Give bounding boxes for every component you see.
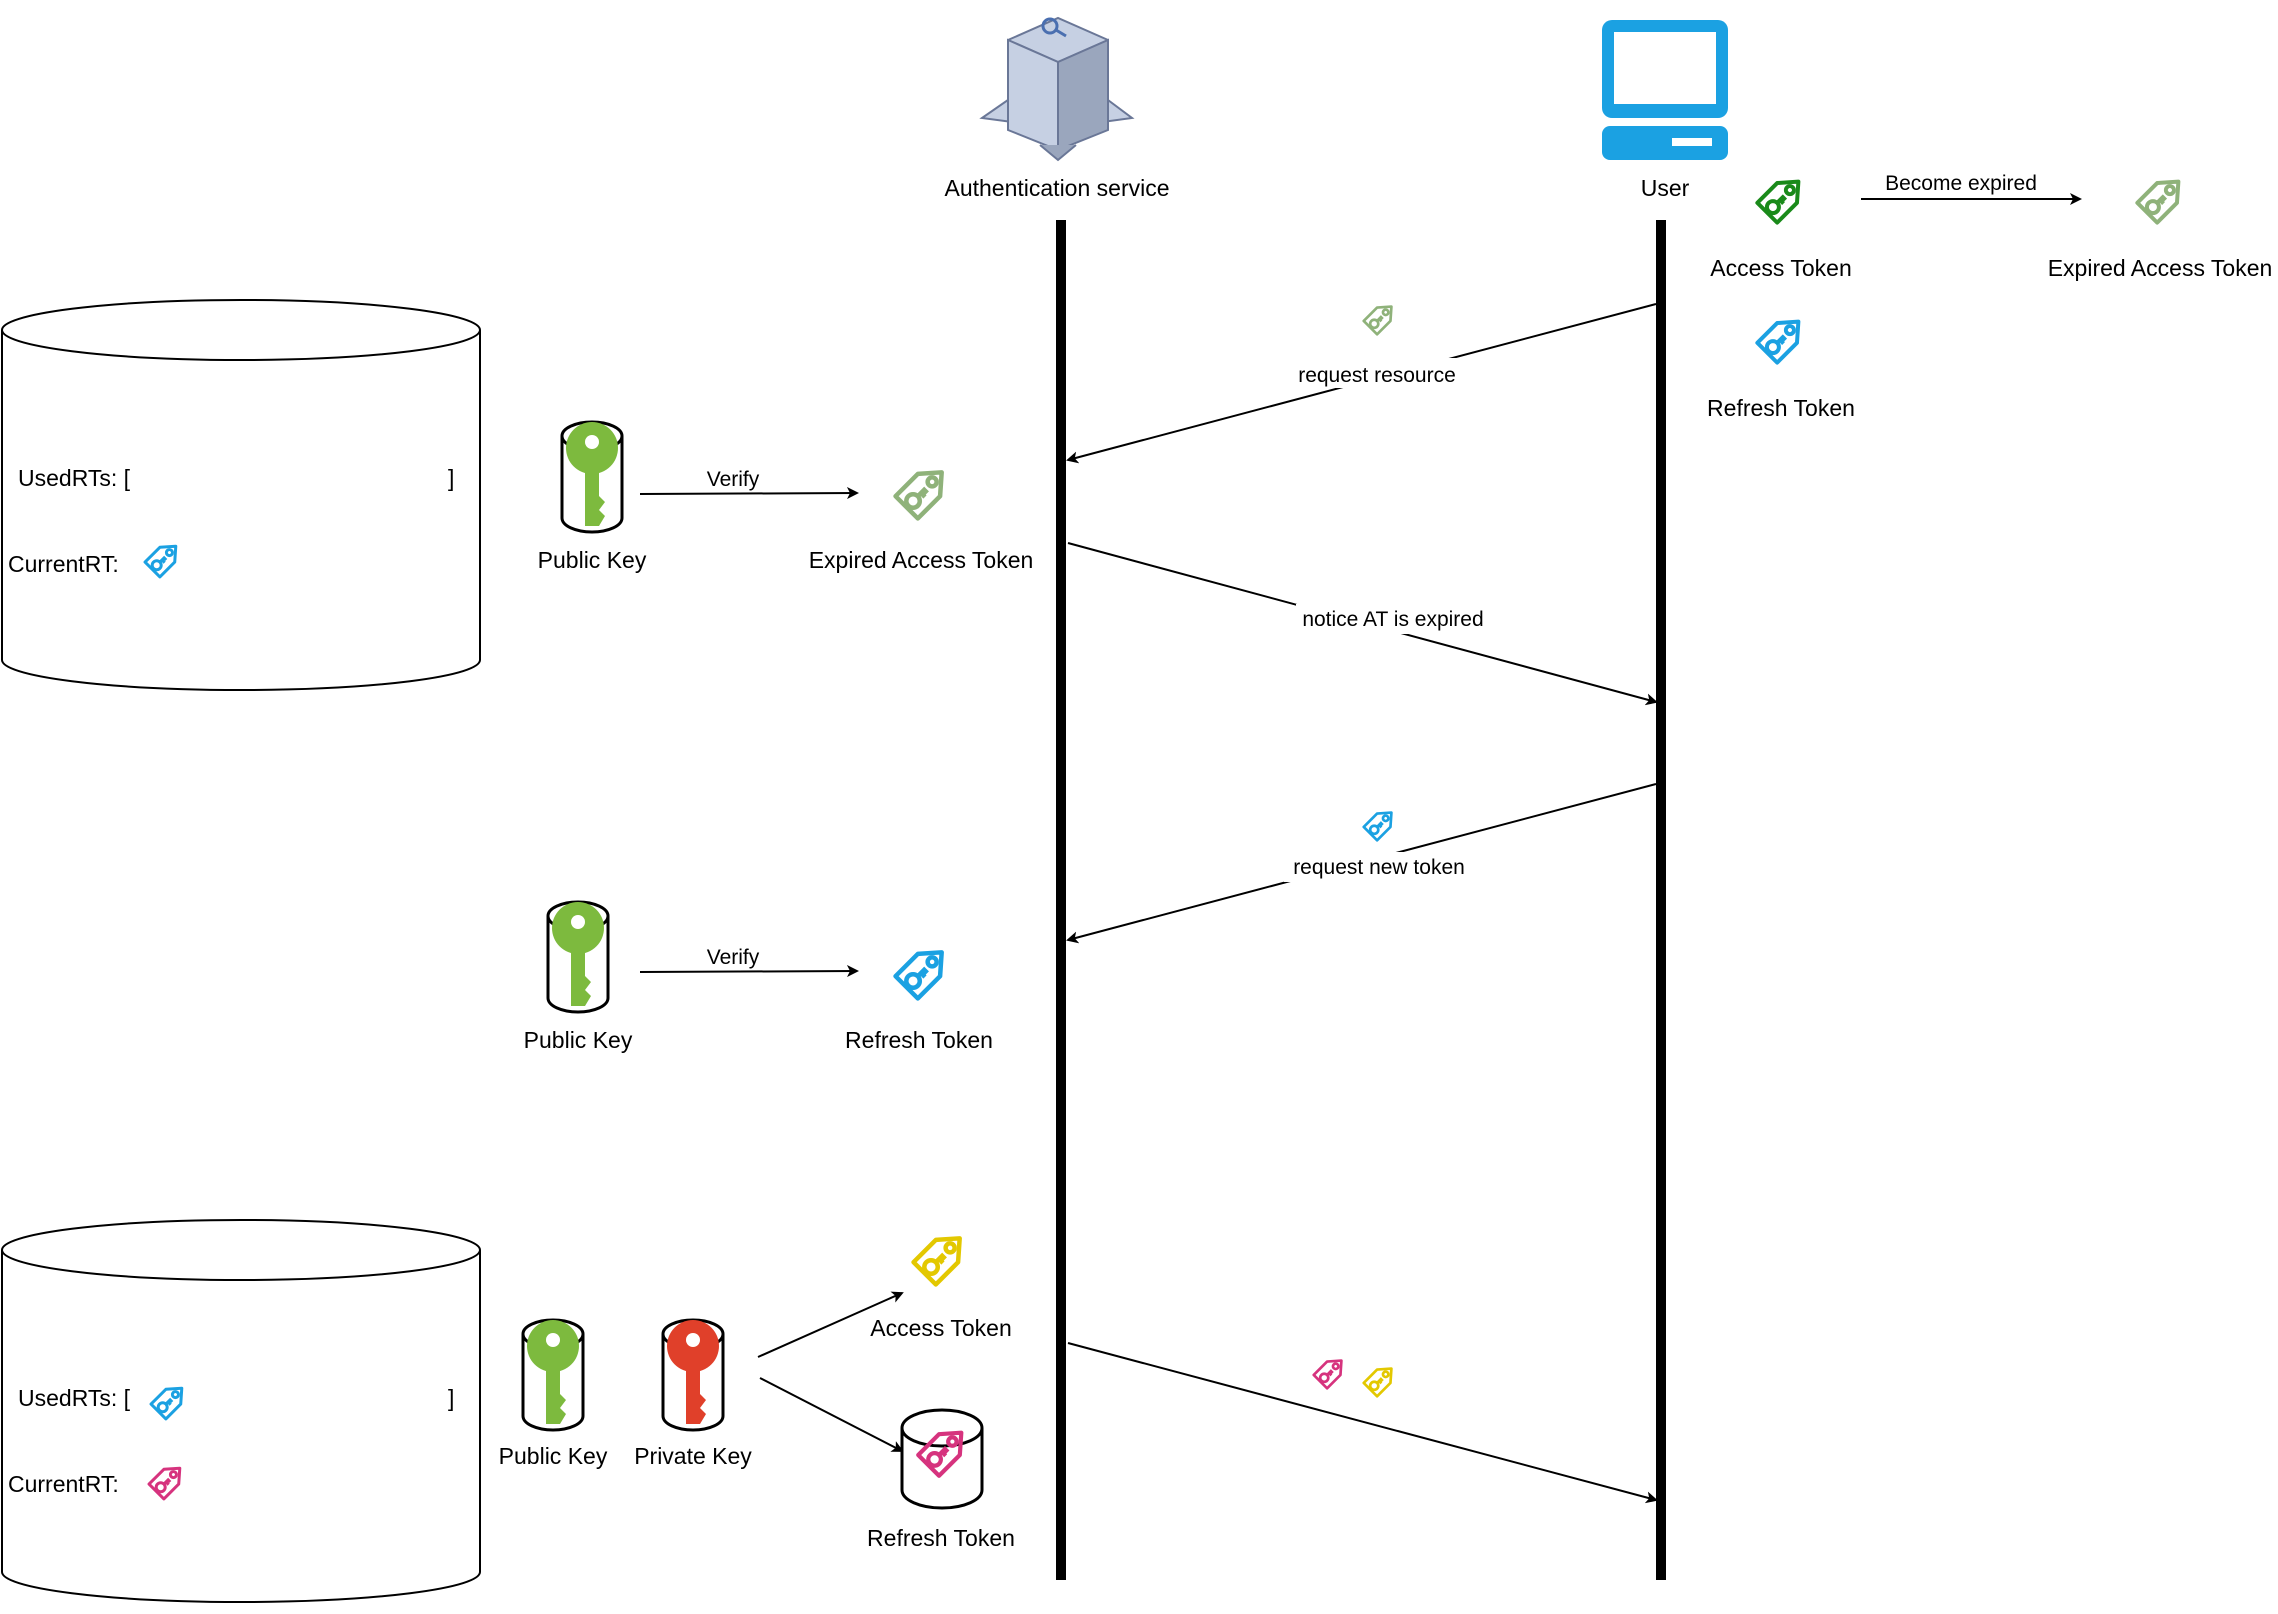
db2-currentrt-label: CurrentRT: [8,1471,119,1497]
refresh-token-icon [1757,312,1808,363]
db2-usedrts-close: ] [448,1385,454,1411]
expired-access-token-icon [2137,172,2188,223]
step2-verify-label: Verify [707,946,760,969]
refresh-token-icon [1364,806,1398,840]
public-key-icon [523,1320,583,1430]
user-refresh-token-label: Refresh Token [1707,395,1855,421]
request-resource-label: request resource [1298,364,1456,387]
step3-refresh-token-label: Refresh Token [867,1525,1015,1551]
step1-verify-arrow [639,487,859,500]
refresh-token-icon [896,941,953,998]
step3-private-key-label: Private Key [634,1443,752,1469]
user-access-token-label: Access Token [1710,255,1851,281]
auth-service-label: Authentication service [944,175,1169,201]
db1-usedrts-label: UsedRTs: [ [18,465,131,491]
new-access-token-icon [914,1227,971,1284]
issue-refresh-arrow [759,1377,904,1452]
database-2 [0,1219,481,1603]
user-expired-token-label: Expired Access Token [2048,255,2273,281]
step1-verify-label: Verify [707,468,760,491]
step1-result-label: Expired Access Token [809,547,1034,573]
access-token-icon [1757,172,1808,223]
expired-access-token-icon [896,461,953,518]
notice-expired-label: notice AT is expired [1302,608,1483,631]
new-refresh-token-icon [1314,1354,1348,1388]
step2-result-label: Refresh Token [845,1027,993,1053]
auth-service-icon [979,16,1135,162]
step3-public-key-label: Public Key [499,1443,608,1469]
step2-public-key-label: Public Key [524,1027,633,1053]
issue-access-arrow [757,1291,904,1358]
expired-access-token-icon [1364,300,1398,334]
db1-usedrts-close: ] [448,465,454,491]
database-1 [0,299,481,691]
db1-currentrt-label: CurrentRT: [8,551,119,577]
step1-public-key-label: Public Key [538,547,647,573]
computer-icon [1602,20,1728,160]
user-label: User [1641,175,1690,201]
private-key-icon [663,1320,723,1430]
step2-verify-arrow [639,965,859,978]
step3-access-token-label: Access Token [870,1315,1011,1341]
new-tokens-arrow [1067,1342,1658,1504]
db2-usedrts-label: UsedRTs: [ [18,1385,131,1411]
public-key-icon [548,902,608,1012]
public-key-icon [562,422,622,532]
new-access-token-icon [1364,1362,1398,1396]
request-new-token-label: request new token [1293,856,1465,879]
become-expired-label: Become expired [1885,172,2037,195]
